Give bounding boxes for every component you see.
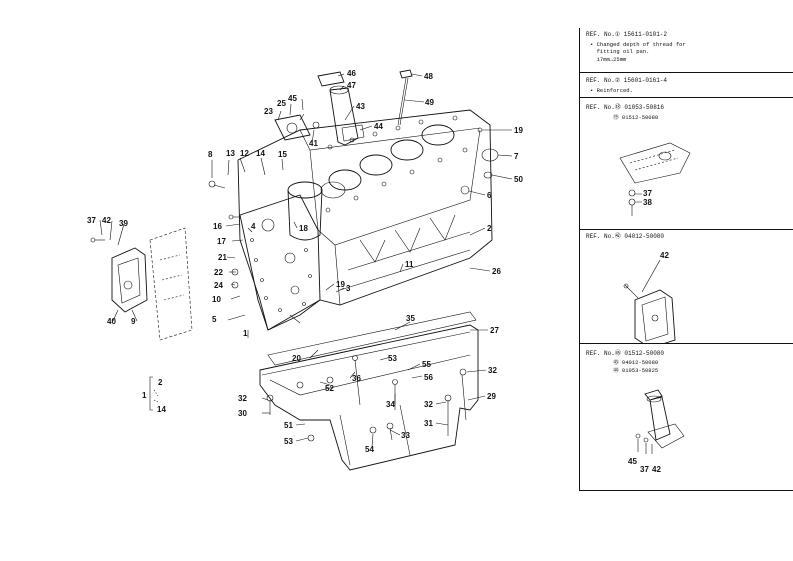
callout-label: 5 bbox=[212, 315, 217, 324]
callout-label: 49 bbox=[425, 98, 434, 107]
ref-section-3: REF. No.⑱ 01053-50816 ⑲ 01512-50080 37 3… bbox=[580, 97, 793, 230]
callout-label: 15 bbox=[278, 150, 287, 159]
callout-label: 14 bbox=[256, 149, 265, 158]
callout-label: 31 bbox=[424, 419, 433, 428]
callout-label: 55 bbox=[422, 360, 431, 369]
bracket-label: 14 bbox=[157, 405, 166, 414]
ref-header: REF. No.② 15601-0161-4 bbox=[586, 77, 667, 84]
callout-label: 7 bbox=[514, 152, 519, 161]
callout-label: 53 bbox=[284, 437, 293, 446]
callout-label: 33 bbox=[401, 431, 410, 440]
callout-label: 26 bbox=[492, 267, 501, 276]
bracket-label: 2 bbox=[158, 378, 163, 387]
callout-label: 51 bbox=[284, 421, 293, 430]
ref-section-5: REF. No.㊺ 01512-50080 ㊸ 04012-50080 ㊹ 01… bbox=[580, 343, 793, 491]
callout-label: 39 bbox=[119, 219, 128, 228]
ref-note: fitting oil pan. bbox=[590, 48, 650, 55]
bracket-label: 1 bbox=[142, 391, 147, 400]
cover-plate bbox=[274, 114, 311, 141]
ref-figure-3: 37 38 bbox=[619, 142, 691, 216]
cylinder-block bbox=[237, 109, 493, 331]
ref-callout: 42 bbox=[660, 251, 669, 260]
callout-label: 35 bbox=[406, 314, 415, 323]
ref-callout: 37 bbox=[643, 189, 652, 198]
callout-label: 2 bbox=[487, 224, 492, 233]
leader-lines bbox=[99, 73, 513, 448]
ref-callout: 37 bbox=[640, 465, 649, 474]
callout-label: 16 bbox=[213, 222, 222, 231]
callout-label: 12 bbox=[240, 149, 249, 158]
callout-label: 40 bbox=[107, 317, 116, 326]
callout-labels: 46 47 48 49 43 44 19 7 50 6 2 26 27 32 2… bbox=[87, 69, 523, 454]
ref-header: REF. No.⑱ 01053-50816 bbox=[586, 104, 665, 111]
ref-callout: 45 bbox=[628, 457, 637, 466]
callout-label: 53 bbox=[388, 354, 397, 363]
callout-label: 18 bbox=[299, 224, 308, 233]
oil-filler-pipe bbox=[317, 71, 365, 146]
callout-label: 52 bbox=[325, 384, 334, 393]
ref-note: ㊸ 04012-50080 bbox=[590, 359, 659, 366]
callout-label: 19 bbox=[514, 126, 523, 135]
ref-figure-4: 42 bbox=[623, 251, 676, 344]
callout-label: 41 bbox=[309, 139, 318, 148]
callout-label: 46 bbox=[347, 69, 356, 78]
ref-figure-5: 45 37 42 bbox=[628, 389, 685, 474]
callout-label: 45 bbox=[288, 94, 297, 103]
callout-label: 32 bbox=[238, 394, 247, 403]
callout-label: 32 bbox=[488, 366, 497, 375]
callout-label: 54 bbox=[365, 445, 374, 454]
callout-label: 22 bbox=[214, 268, 223, 277]
callout-label: 50 bbox=[514, 175, 523, 184]
callout-label: 19 bbox=[336, 280, 345, 289]
ref-note: • Reinforced. bbox=[590, 87, 633, 94]
callout-label: 10 bbox=[212, 295, 221, 304]
callout-label: 56 bbox=[424, 373, 433, 382]
callout-label: 24 bbox=[214, 281, 223, 290]
callout-label: 23 bbox=[264, 107, 273, 116]
callout-label: 47 bbox=[347, 81, 356, 90]
ref-note: ㊹ 01053-50825 bbox=[590, 367, 659, 374]
callout-label: 20 bbox=[292, 354, 301, 363]
callout-label: 30 bbox=[238, 409, 247, 418]
callout-label: 13 bbox=[226, 149, 235, 158]
callout-label: 4 bbox=[251, 222, 256, 231]
callout-label: 32 bbox=[424, 400, 433, 409]
ref-section-1: REF. No.① 15611-0101-2 • Changed depth o… bbox=[580, 28, 793, 72]
ref-note: ⑲ 01512-50080 bbox=[590, 114, 659, 121]
callout-label: 17 bbox=[217, 237, 226, 246]
callout-label: 11 bbox=[405, 260, 414, 269]
ref-header: REF. No.① 15611-0101-2 bbox=[586, 31, 667, 38]
callout-label: 6 bbox=[487, 191, 492, 200]
callout-label: 25 bbox=[277, 99, 286, 108]
oil-pan bbox=[259, 311, 479, 471]
ref-callout: 38 bbox=[643, 198, 652, 207]
oil-filter-bracket bbox=[111, 227, 193, 341]
ref-header: REF. No.㊷ 04012-50080 bbox=[586, 233, 665, 240]
callout-label: 42 bbox=[102, 216, 111, 225]
callout-label: 3 bbox=[346, 284, 351, 293]
bracket-legend: 1 2 14 bbox=[142, 376, 166, 414]
callout-label: 27 bbox=[490, 326, 499, 335]
callout-label: 29 bbox=[487, 392, 496, 401]
callout-label: 34 bbox=[386, 400, 395, 409]
ref-section-2: REF. No.② 15601-0161-4 • Reinforced. bbox=[580, 72, 793, 98]
callout-label: 36 bbox=[352, 374, 361, 383]
dipstick bbox=[397, 69, 413, 126]
ref-header: REF. No.㊺ 01512-50080 bbox=[586, 350, 665, 357]
callout-label: 9 bbox=[131, 317, 136, 326]
ref-callout: 42 bbox=[652, 465, 661, 474]
callout-label: 21 bbox=[218, 253, 227, 262]
callout-label: 44 bbox=[374, 122, 383, 131]
callout-label: 8 bbox=[208, 150, 213, 159]
ref-note: • Changed depth of thread for bbox=[590, 41, 686, 48]
ref-note: 17mm→25mm bbox=[590, 56, 627, 63]
callout-label: 37 bbox=[87, 216, 96, 225]
reference-panel: REF. No.① 15611-0101-2 • Changed depth o… bbox=[579, 28, 793, 491]
callout-label: 43 bbox=[356, 102, 365, 111]
callout-label: 48 bbox=[424, 72, 433, 81]
bolts bbox=[90, 121, 499, 442]
ref-section-4: REF. No.㊷ 04012-50080 42 bbox=[580, 229, 793, 344]
callout-label: 1 bbox=[243, 329, 248, 338]
